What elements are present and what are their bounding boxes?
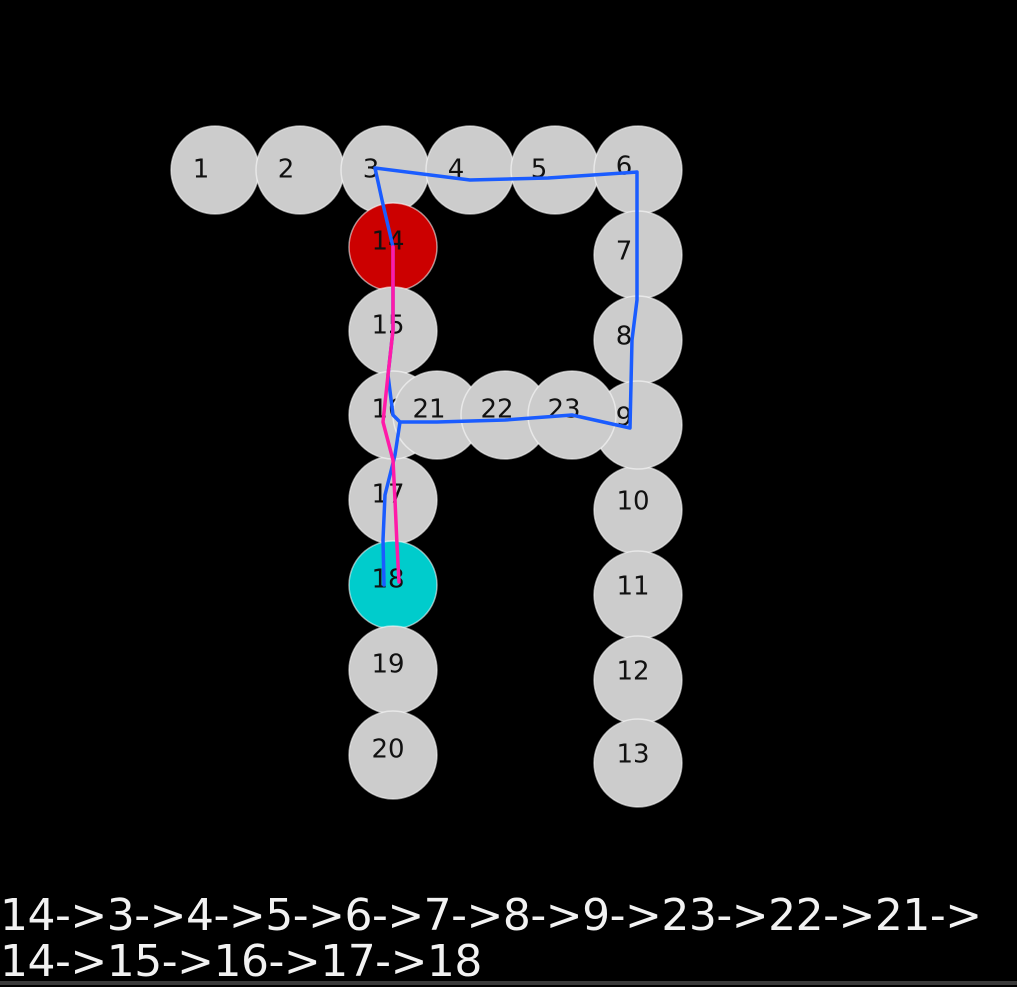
- node-8: 8: [593, 295, 683, 385]
- node-label-10: 10: [616, 487, 649, 517]
- path-layer: [373, 166, 639, 587]
- node-label-21: 21: [412, 395, 445, 425]
- node-20: 20: [348, 710, 438, 800]
- bottom-bar: [0, 981, 1017, 985]
- route-line-2: [381, 245, 401, 584]
- node-label-3: 3: [363, 155, 380, 185]
- node-19: 19: [348, 625, 438, 715]
- node-17: 17: [348, 455, 438, 545]
- path-sequence-line-1: 14->3->4->5->6->7->8->9->23->22->21->: [0, 890, 982, 941]
- route-line-1: [373, 166, 639, 587]
- node-circle-13: [593, 718, 683, 808]
- node-label-6: 6: [616, 152, 633, 182]
- node-label-19: 19: [371, 650, 404, 680]
- node-circle-8: [593, 295, 683, 385]
- node-circle-1: [170, 125, 260, 215]
- node-label-23: 23: [547, 395, 580, 425]
- node-18: 18: [348, 540, 438, 630]
- node-label-7: 7: [616, 237, 633, 267]
- node-label-12: 12: [616, 657, 649, 687]
- node-label-1: 1: [193, 155, 210, 185]
- node-label-11: 11: [616, 572, 649, 602]
- node-label-8: 8: [616, 322, 633, 352]
- node-2: 2: [255, 125, 345, 215]
- node-circle-20: [348, 710, 438, 800]
- node-10: 10: [593, 465, 683, 555]
- node-label-2: 2: [278, 155, 295, 185]
- node-1: 1: [170, 125, 260, 215]
- node-11: 11: [593, 550, 683, 640]
- path-sequence-line-2: 14->15->16->17->18: [0, 936, 482, 987]
- node-circle-4: [425, 125, 515, 215]
- node-label-15: 15: [371, 311, 404, 341]
- node-circle-2: [255, 125, 345, 215]
- node-4: 4: [425, 125, 515, 215]
- node-label-13: 13: [616, 740, 649, 770]
- node-13: 13: [593, 718, 683, 808]
- node-5: 5: [510, 125, 600, 215]
- node-circle-5: [510, 125, 600, 215]
- node-label-20: 20: [371, 735, 404, 765]
- node-12: 12: [593, 635, 683, 725]
